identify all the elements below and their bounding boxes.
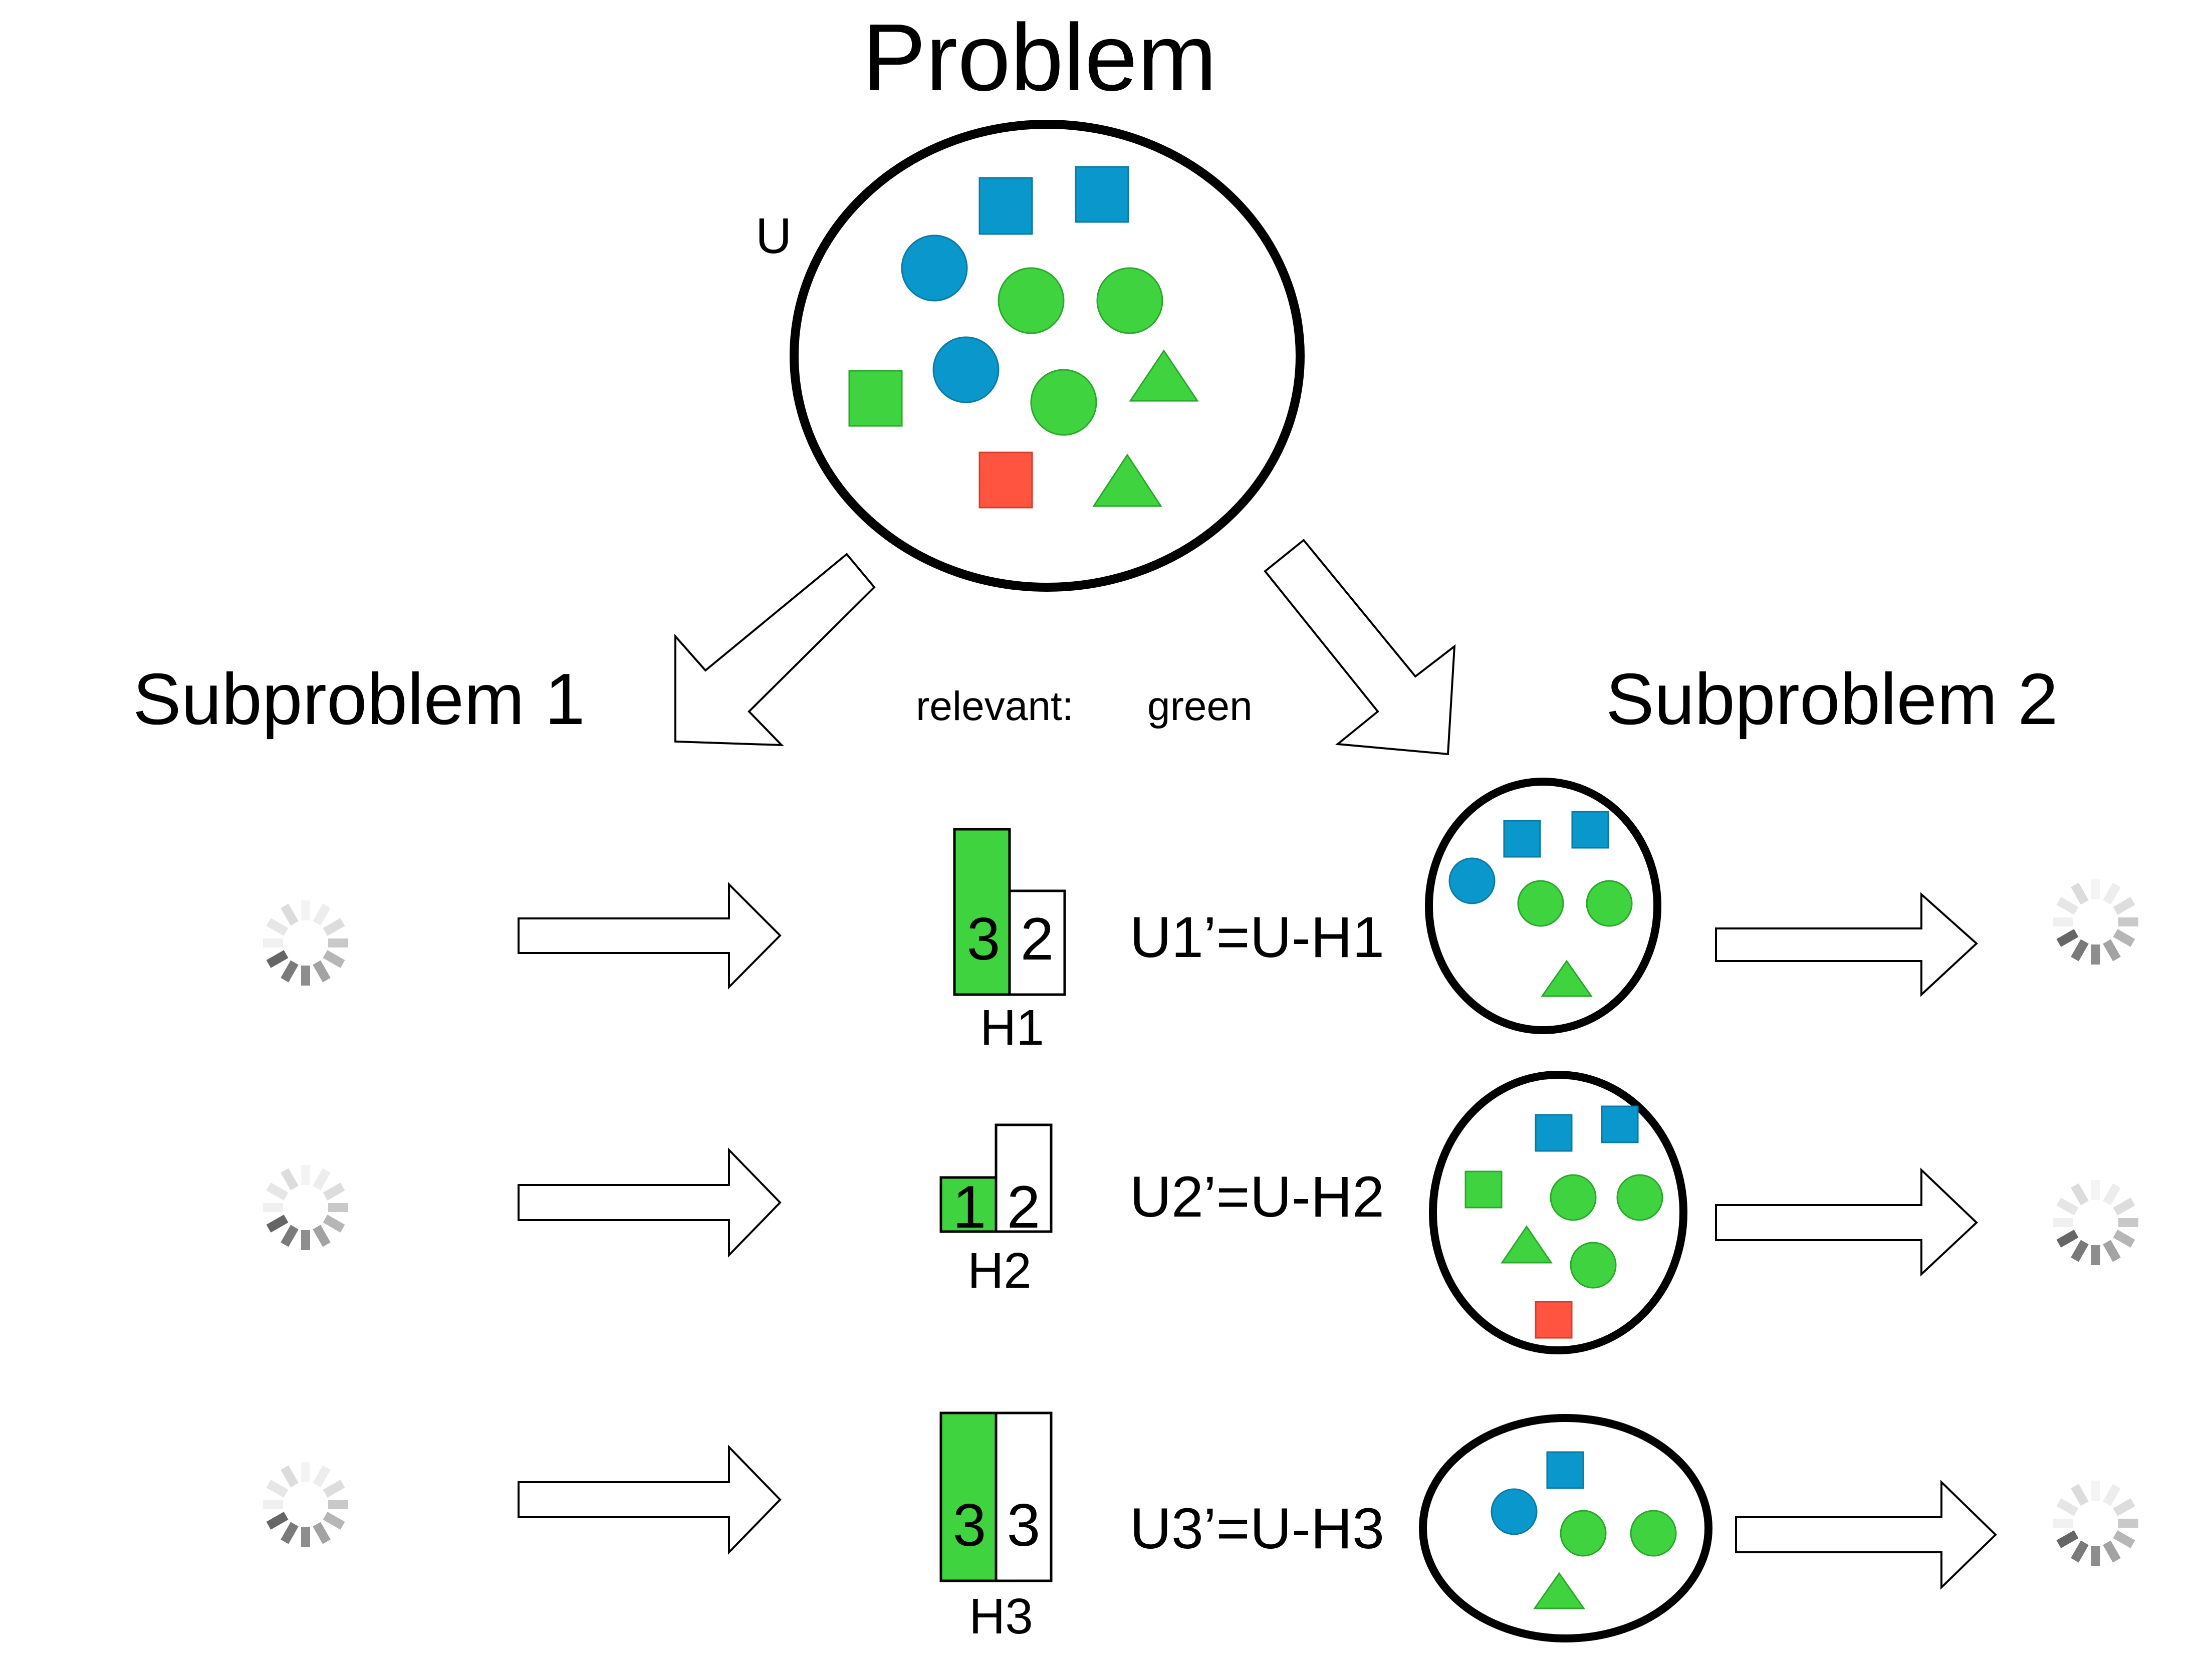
h3-label: H3 [969,1588,1033,1644]
blue-square [1571,811,1609,849]
blue-circle [901,234,968,302]
green-square [848,370,903,427]
row-h2: 1 2 H2 U2’=U-H2 [263,1071,2138,1354]
h1-label: H1 [980,1000,1044,1056]
u3-equation: U3’=U-H3 [1130,1497,1384,1561]
green-circle [1630,1510,1677,1557]
arrow-to-subproblem-2 [1264,539,1456,756]
loading-spinner-icon [263,1165,348,1250]
h1-green-bar [953,828,1011,996]
green-triangle [1501,1225,1553,1264]
loading-spinner-icon [263,900,348,986]
h2-other-count: 2 [1007,1173,1041,1241]
blue-circle [932,336,1000,403]
u2-prime-set [1429,1071,1687,1354]
green-circle [1616,1174,1663,1221]
right-arrow-icon [518,1445,782,1555]
right-arrow-icon [518,882,782,990]
h1-other-count: 2 [1021,905,1054,973]
h1-other-bar [1008,889,1066,996]
blue-square [1601,1105,1639,1143]
u3-prime-set [1419,1414,1712,1642]
subproblem-2-label: Subproblem 2 [1606,658,2058,740]
right-arrow-icon [1715,1167,1978,1277]
green-circle [1586,880,1633,927]
loading-spinner-icon [2053,1481,2138,1566]
green-circle [1570,1242,1617,1289]
blue-circle [1491,1488,1538,1535]
h1-green-count: 3 [967,905,1001,973]
green-circle [998,267,1065,334]
row-h3: 3 3 H3 U3’=U-H3 [263,1411,2138,1644]
right-arrow-icon [518,1147,782,1258]
loading-spinner-icon [263,1462,348,1547]
blue-square [1075,166,1129,223]
u2-equation: U2’=U-H2 [1130,1165,1384,1229]
h3-green-count: 3 [953,1492,987,1559]
green-circle [1030,369,1097,436]
green-circle [1096,267,1163,334]
loading-spinner-icon [2053,1180,2138,1265]
relevant-label: relevant: [916,683,1074,729]
h2-green-bar [939,1176,998,1233]
right-arrow-icon [1715,892,1978,997]
problem-title: Problem [862,5,1217,111]
right-arrow-icon [1735,1480,1997,1590]
h2-label: H2 [967,1243,1032,1299]
red-square [978,451,1033,509]
u1-prime-set [1425,778,1661,1034]
subproblem-1-label: Subproblem 1 [133,658,585,740]
blue-circle [1448,857,1496,904]
blue-square [1546,1451,1584,1489]
blue-square [1535,1114,1573,1152]
problem-set-u: U [756,120,1305,592]
h2-other-bar [995,1123,1053,1233]
red-square [1535,1301,1573,1339]
u1-equation: U1’=U-H1 [1130,905,1384,970]
green-triangle [1129,349,1199,402]
h3-other-count: 3 [1007,1492,1041,1559]
green-triangle [1541,960,1593,997]
relevant-value: green [1147,683,1253,729]
h2-green-count: 1 [953,1173,987,1241]
green-circle [1517,880,1564,927]
green-circle [1550,1174,1597,1221]
blue-square [978,177,1033,235]
green-triangle [1533,1572,1585,1609]
green-square [1464,1170,1503,1209]
universe-label: U [756,208,792,264]
blue-square [1503,820,1541,858]
green-triangle [1092,453,1162,507]
row-h1: 3 2 H1 U1’=U-H1 [263,778,2138,1056]
loading-spinner-icon [2053,879,2138,965]
arrow-to-subproblem-1 [674,553,876,747]
h3-other-bar [995,1411,1053,1582]
green-circle [1560,1510,1607,1557]
